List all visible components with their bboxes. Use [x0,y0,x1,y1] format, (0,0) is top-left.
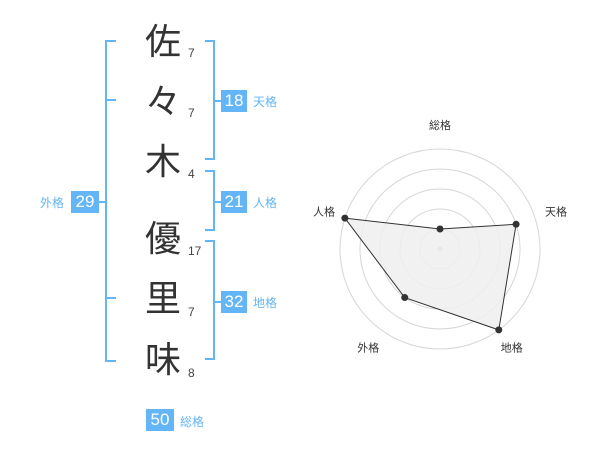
stroke-count-5: 7 [188,305,195,319]
name-char-2: 々 [144,82,181,123]
tenkaku-label: 天格 [253,95,278,109]
name-char-3: 木 [144,142,181,183]
soukaku-label: 総格 [180,415,205,429]
stroke-count-6: 8 [188,366,195,380]
gaikaku-label: 外格 [40,196,65,210]
name-char-6: 味 [144,340,181,381]
name-char-5: 里 [144,279,181,320]
radar-point-2 [512,220,520,228]
chikaku-bracket [205,240,215,360]
chikaku-label: 地格 [253,296,278,310]
name-char-1: 佐 [144,22,181,63]
radar-axis-label-1: 総格 [429,118,451,132]
stroke-count-3: 4 [188,167,195,181]
radar-axis-label-5: 人格 [313,204,335,218]
tenkaku-badge: 18 [221,90,247,112]
jinkaku-badge: 21 [221,191,247,213]
stroke-count-2: 7 [188,106,195,120]
radar-point-1 [436,225,444,233]
radar-axis-label-4: 外格 [357,341,379,355]
radar-point-4 [401,294,409,302]
stroke-count-4: 17 [188,244,202,258]
radar-point-5 [341,214,349,222]
jinkaku-label: 人格 [253,196,278,210]
radar-ring-5 [339,148,541,350]
gaikaku-badge: 29 [71,191,99,213]
chikaku-badge: 32 [221,291,247,313]
jinkaku-bracket [205,170,215,231]
radar-area [343,217,517,331]
stroke-count-1: 7 [188,46,195,60]
radar-axis-label-3: 地格 [501,341,523,355]
name-char-4: 優 [144,219,181,260]
radar-axis-label-2: 天格 [545,204,567,218]
soukaku-badge: 50 [146,409,174,431]
radar-ring-4 [359,168,521,330]
radar-point-3 [495,326,503,334]
